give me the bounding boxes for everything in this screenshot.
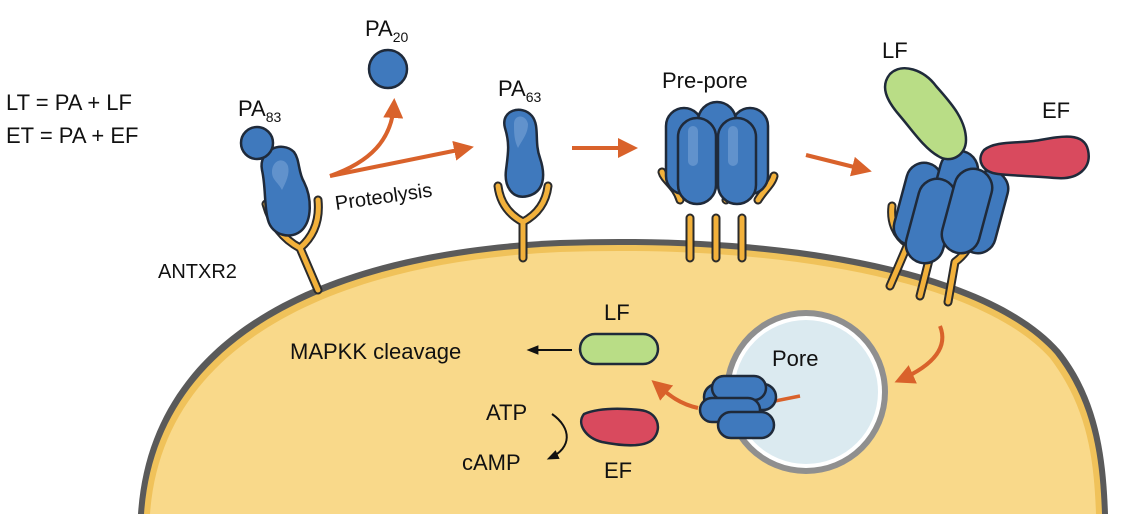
ef-top-label: EF [1042,98,1070,123]
atp-to-camp-arrow [546,413,568,460]
pa20-fragment [367,48,409,90]
pa83-body [260,145,311,237]
antxr2-label: ANTXR2 [158,261,237,283]
pa20-release-arrow [329,98,404,178]
pa63-body [503,108,545,198]
ef-cytosolic [579,407,660,447]
pore-subunit [716,410,776,440]
prepore-highlight [728,126,738,166]
pa63-receptor-complex [493,108,553,263]
lf-inside-label: LF [604,300,630,325]
step-arrow-to-toxin-binding [805,153,872,177]
atp-label: ATP [486,400,527,425]
complex-subunit [940,167,994,255]
ef-inside-label: EF [604,458,632,483]
lf-top-label: LF [882,38,908,63]
pa20-label: PA20 [365,16,409,45]
pore-subunit [710,374,768,402]
pa-pore [698,374,778,440]
proteolysis-arrow [329,140,474,178]
prepore-lf-ef-complex [883,67,1090,307]
lf-bound-shape [883,67,968,161]
pa63-highlight [514,116,528,148]
lt-equation: LT = PA + LF [6,90,132,115]
prepore-highlight [688,126,698,166]
toxin-equations: LT = PA + LF ET = PA + EF [6,90,138,148]
pa83-head [239,125,275,161]
prepore-label: Pre-pore [662,68,748,93]
lf-cytosolic [578,332,660,366]
camp-label: cAMP [462,450,521,475]
mapkk-label: MAPKK cleavage [290,339,461,364]
toxin-release-arrow [651,380,699,410]
prepore-complex [657,100,779,263]
pa63-label: PA63 [498,76,542,105]
pa63-receptor-fill [495,183,551,261]
step-arrow-to-endocytosis [894,325,945,384]
pore-label: Pore [772,346,818,371]
pa83-receptor-complex [239,125,323,295]
proteolysis-label: Proteolysis [334,180,434,215]
et-equation: ET = PA + EF [6,123,138,148]
pa83-highlight [272,160,289,190]
ef-bound-shape [979,135,1090,180]
pa83-label: PA83 [238,96,282,125]
